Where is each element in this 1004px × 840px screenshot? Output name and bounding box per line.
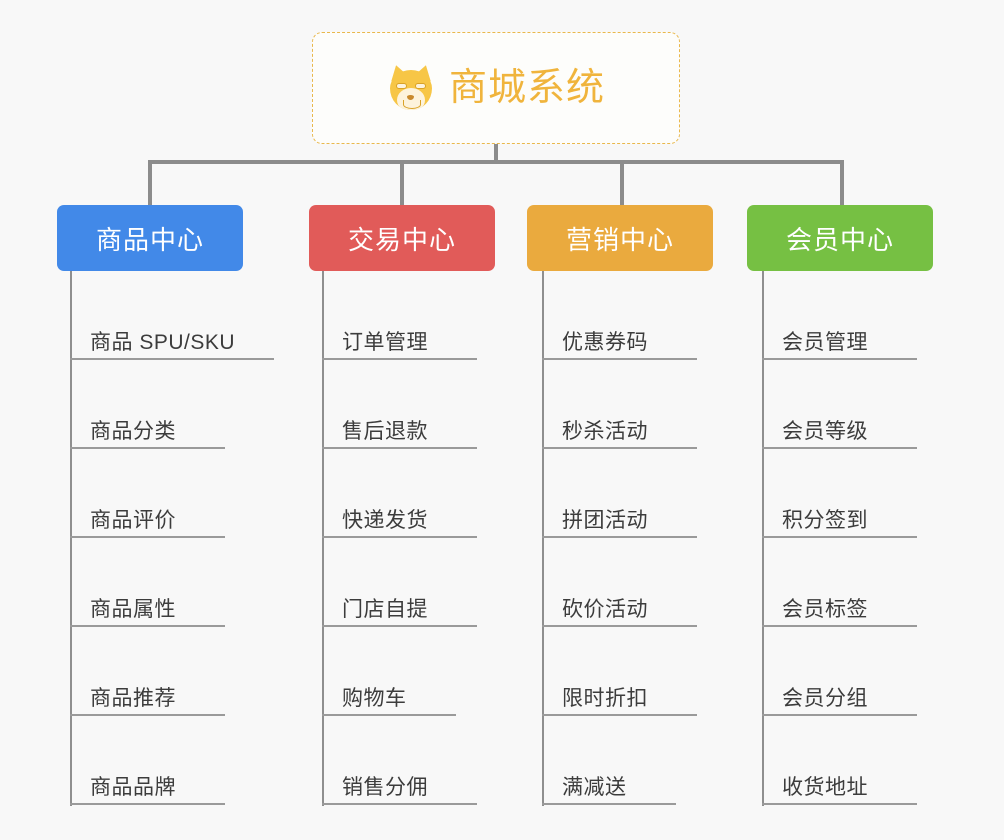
leaf-label: 优惠券码: [562, 330, 648, 354]
category-box-marketing-center[interactable]: 营销中心: [527, 205, 713, 271]
leaf-underline: [70, 358, 274, 360]
list-item[interactable]: 售后退款: [322, 360, 477, 449]
leaf-underline: [542, 625, 697, 627]
root-title: 商城系统: [448, 67, 605, 109]
list-item[interactable]: 拼团活动: [542, 449, 697, 538]
leaf-label: 秒杀活动: [562, 419, 648, 443]
leaf-label: 商品推荐: [90, 686, 176, 710]
leaf-underline: [70, 714, 225, 716]
leaf-underline: [542, 714, 697, 716]
leaf-underline: [322, 803, 477, 805]
list-item[interactable]: 收货地址: [762, 716, 917, 805]
list-item[interactable]: 销售分佣: [322, 716, 477, 805]
connector-drop-3: [620, 160, 624, 207]
leaf-underline: [542, 536, 697, 538]
root-node-shopping-mall-system[interactable]: 商城系统: [312, 32, 680, 144]
leaf-label: 积分签到: [782, 508, 868, 532]
leaf-label: 商品分类: [90, 419, 176, 443]
category-label: 交易中心: [347, 224, 456, 255]
list-item[interactable]: 优惠券码: [542, 271, 697, 360]
leaf-underline: [70, 536, 225, 538]
leaf-label: 售后退款: [342, 419, 428, 443]
trunk-line: [322, 271, 324, 806]
list-item[interactable]: 会员分组: [762, 627, 917, 716]
leaf-label: 砍价活动: [562, 597, 648, 621]
leaf-label: 限时折扣: [562, 686, 648, 710]
leaf-underline: [542, 358, 697, 360]
leaf-label: 会员分组: [782, 686, 868, 710]
category-label: 会员中心: [785, 224, 894, 255]
leaf-label: 满减送: [562, 775, 627, 799]
leaf-underline: [322, 625, 477, 627]
list-item[interactable]: 限时折扣: [542, 627, 697, 716]
leaf-label: 购物车: [342, 686, 407, 710]
leaf-label: 商品属性: [90, 597, 176, 621]
leaf-label: 商品品牌: [90, 775, 176, 799]
leaf-label: 商品评价: [90, 508, 176, 532]
leaf-label: 商品 SPU/SKU: [90, 330, 236, 354]
leaf-underline: [762, 625, 917, 627]
leaf-label: 订单管理: [342, 330, 428, 354]
leaf-underline: [322, 714, 456, 716]
leaf-underline: [70, 447, 225, 449]
list-item[interactable]: 商品评价: [70, 449, 225, 538]
list-item[interactable]: 商品 SPU/SKU: [70, 271, 274, 360]
leaf-label: 会员管理: [782, 330, 868, 354]
list-item[interactable]: 满减送: [542, 716, 676, 805]
list-item[interactable]: 砍价活动: [542, 538, 697, 627]
leaf-underline: [762, 447, 917, 449]
leaf-underline: [762, 803, 917, 805]
leaf-label: 会员标签: [782, 597, 868, 621]
category-box-product-center[interactable]: 商品中心: [57, 205, 243, 271]
category-box-transaction-center[interactable]: 交易中心: [309, 205, 495, 271]
leaf-underline: [762, 358, 917, 360]
trunk-line: [70, 271, 72, 806]
category-box-member-center[interactable]: 会员中心: [747, 205, 933, 271]
leaf-label: 销售分佣: [342, 775, 428, 799]
shiba-inu-icon: [387, 62, 435, 112]
leaf-underline: [322, 536, 477, 538]
connector-drop-4: [840, 160, 844, 207]
connector-drop-1: [148, 160, 152, 207]
category-label: 商品中心: [95, 224, 204, 255]
leaf-underline: [70, 803, 225, 805]
leaf-underline: [762, 714, 917, 716]
leaf-label: 会员等级: [782, 419, 868, 443]
list-item[interactable]: 会员等级: [762, 360, 917, 449]
list-item[interactable]: 商品推荐: [70, 627, 225, 716]
trunk-line: [762, 271, 764, 806]
leaf-underline: [322, 447, 477, 449]
list-item[interactable]: 会员管理: [762, 271, 917, 360]
list-item[interactable]: 商品品牌: [70, 716, 225, 805]
list-item[interactable]: 积分签到: [762, 449, 917, 538]
list-item[interactable]: 秒杀活动: [542, 360, 697, 449]
leaf-underline: [322, 358, 477, 360]
connector-root-stub: [494, 144, 498, 162]
trunk-line: [542, 271, 544, 806]
leaf-label: 收货地址: [782, 775, 868, 799]
list-item[interactable]: 商品分类: [70, 360, 225, 449]
leaf-label: 门店自提: [342, 597, 428, 621]
list-item[interactable]: 订单管理: [322, 271, 477, 360]
connector-drop-2: [400, 160, 404, 207]
leaf-label: 快递发货: [342, 508, 428, 532]
leaf-underline: [542, 447, 697, 449]
list-item[interactable]: 会员标签: [762, 538, 917, 627]
leaf-underline: [762, 536, 917, 538]
list-item[interactable]: 购物车: [322, 627, 456, 716]
list-item[interactable]: 商品属性: [70, 538, 225, 627]
list-item[interactable]: 门店自提: [322, 538, 477, 627]
leaf-underline: [542, 803, 676, 805]
leaf-underline: [70, 625, 225, 627]
category-label: 营销中心: [565, 224, 674, 255]
leaf-label: 拼团活动: [562, 508, 648, 532]
list-item[interactable]: 快递发货: [322, 449, 477, 538]
connector-horizontal-bus: [148, 160, 844, 164]
